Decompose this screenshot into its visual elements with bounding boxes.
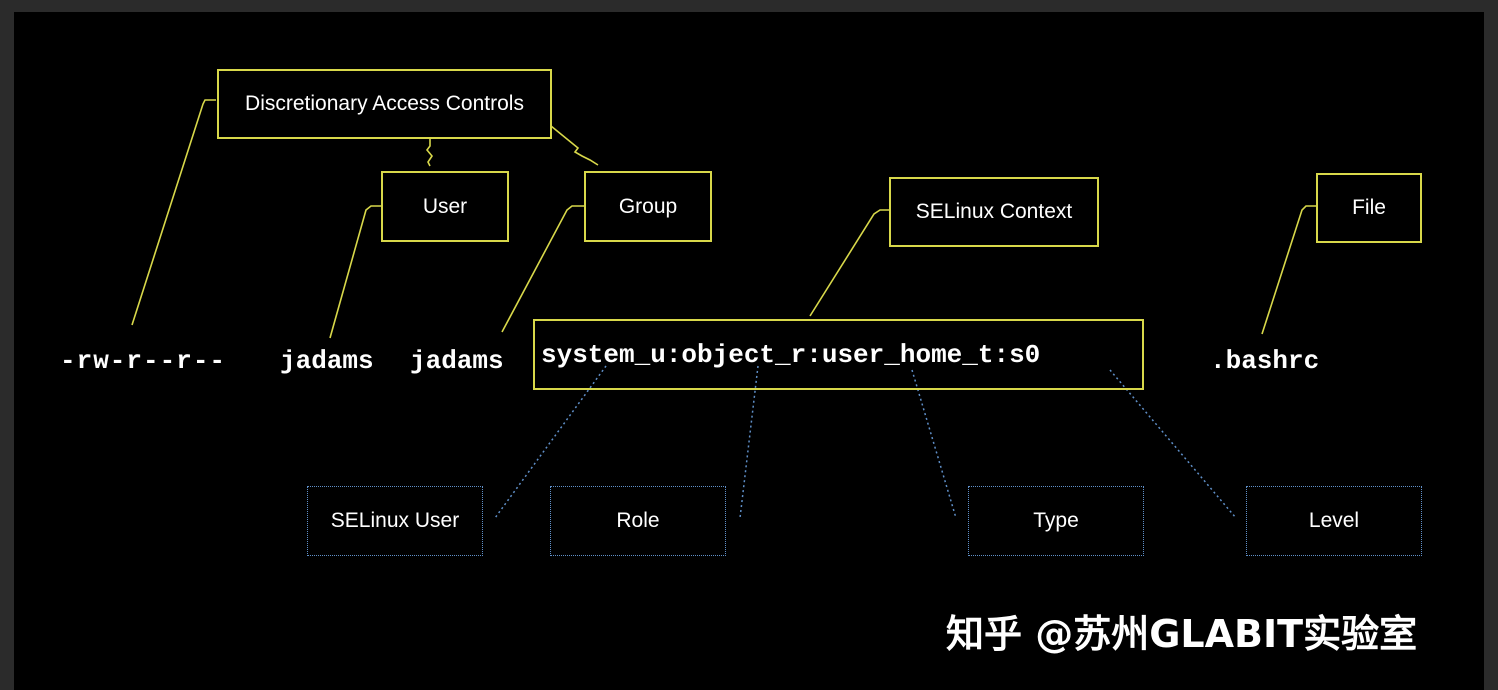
file-box: File: [1316, 173, 1422, 243]
connector-type: [911, 369, 957, 519]
file-label: File: [1352, 196, 1386, 219]
selinux-user-box: SELinux User: [307, 486, 483, 556]
user-box: User: [381, 171, 509, 242]
level-label: Level: [1308, 509, 1360, 532]
group-text: jadams: [410, 346, 504, 376]
group-label: Group: [618, 194, 678, 218]
connector-file: [1261, 205, 1316, 335]
dac-label: Discretionary Access Controls: [245, 92, 524, 115]
role-box: Role: [550, 486, 726, 556]
dac-box: Discretionary Access Controls: [217, 69, 552, 139]
level-box: Level: [1246, 486, 1422, 556]
selinux-context-label: SELinux Context: [915, 200, 1073, 223]
connector-role: [739, 365, 759, 519]
filename-text: .bashrc: [1210, 346, 1320, 376]
diagram-canvas: Discretionary Access Controls User Group…: [14, 12, 1484, 690]
selinux-user-label: SELinux User: [330, 509, 460, 532]
connector-context: [809, 209, 889, 317]
connector-dac-group: [550, 125, 599, 166]
type-label: Type: [1033, 509, 1079, 532]
context-text: system_u:object_r:user_home_t:s0: [541, 339, 1041, 370]
user-label: User: [422, 194, 468, 218]
context-highlight-box: system_u:object_r:user_home_t:s0: [533, 319, 1144, 390]
permissions-text: -rw-r--r--: [60, 346, 227, 376]
group-box: Group: [584, 171, 712, 242]
connector-selinux-user: [494, 365, 607, 519]
connector-level: [1109, 369, 1237, 519]
owner-text: jadams: [280, 346, 374, 376]
type-box: Type: [968, 486, 1144, 556]
connector-group-groupname: [501, 205, 584, 333]
role-label: Role: [616, 509, 660, 532]
connector-dac-user: [425, 138, 433, 167]
connector-dac-permissions: [131, 99, 216, 326]
selinux-context-box: SELinux Context: [889, 177, 1099, 247]
connector-user-owner: [329, 205, 381, 339]
watermark: 知乎 @苏州GLABIT实验室: [946, 612, 1418, 656]
